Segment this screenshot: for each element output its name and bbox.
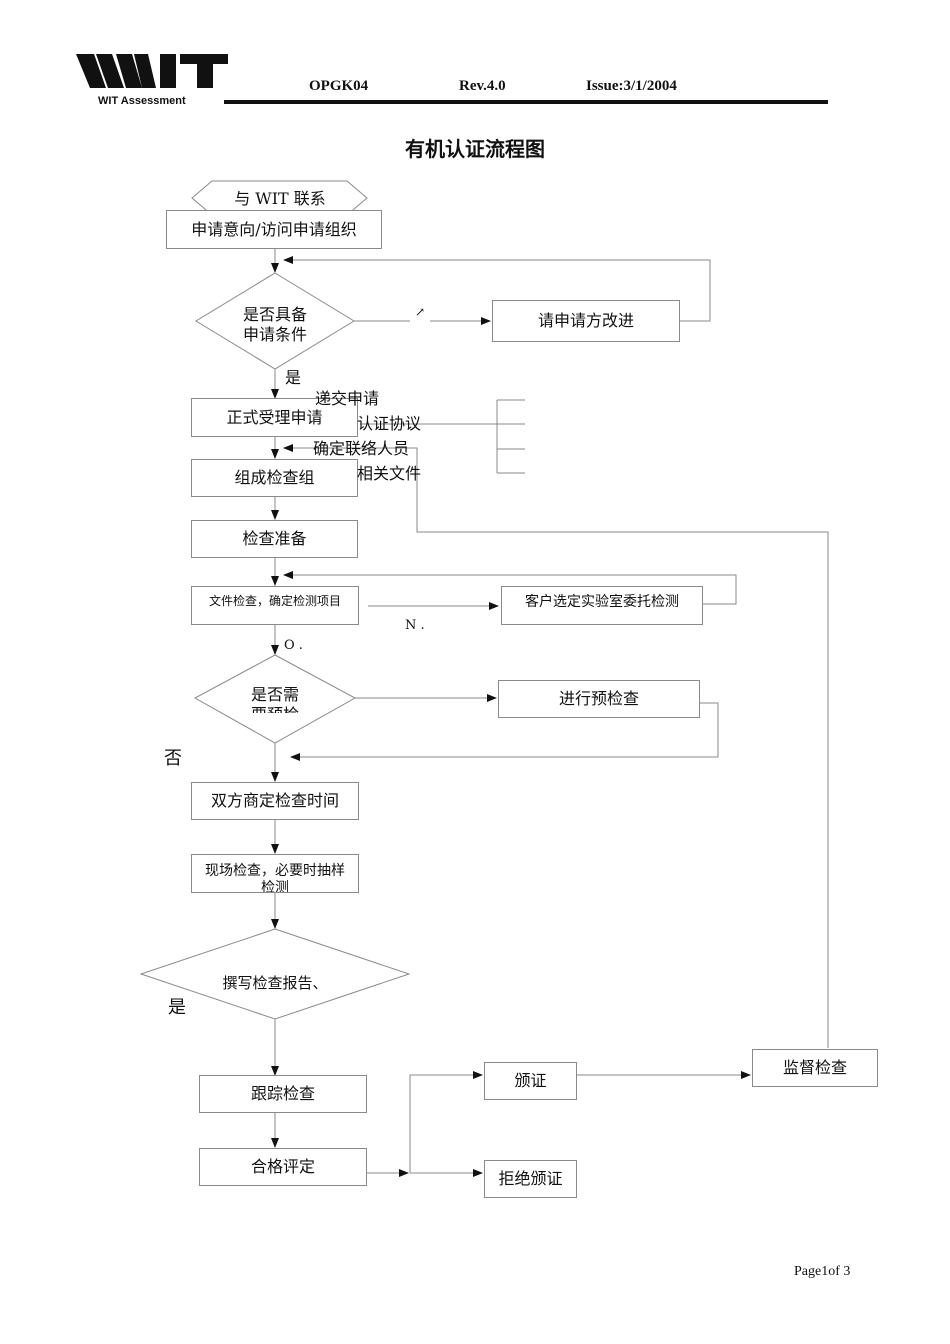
label-no: 否	[164, 748, 182, 769]
onsite-line-2: 检测	[261, 879, 289, 893]
precheck-diamond	[193, 654, 357, 744]
lab-box: 客户选定实验室委托检测	[501, 586, 703, 625]
note-related-documents: 相关文件	[357, 464, 422, 483]
precheck-box: 进行预检查	[498, 680, 700, 718]
contact-node: 与 WIT 联系	[234, 189, 326, 208]
wit-logo-icon	[76, 54, 228, 88]
schedule-box: 双方商定检查时间	[191, 782, 359, 820]
supervise-box: 监督检查	[752, 1049, 878, 1087]
onsite-line-1: 现场检查，必要时抽样	[205, 863, 345, 879]
issue-date: Issue:3/1/2004	[586, 78, 677, 94]
label-o: O .	[284, 638, 303, 653]
team-box: 组成检查组	[191, 459, 358, 497]
eligibility-line-2: 申请条件	[242, 325, 307, 344]
evaluate-box: 合格评定	[199, 1148, 367, 1186]
prepare-box: 检查准备	[191, 520, 358, 558]
note-contact-person: 确定联络人员	[313, 439, 410, 458]
label-arrow-mark: ↗	[415, 305, 426, 319]
apply-intent-box: 申请意向/访问申请组织	[166, 210, 382, 249]
precheck-line-1: 是否需	[250, 685, 299, 704]
revision: Rev.4.0	[459, 78, 506, 94]
label-yes-eligible: 是	[285, 368, 302, 387]
label-n: N .	[405, 618, 425, 633]
doc-code: OPGK04	[309, 78, 369, 94]
follow-box: 跟踪检查	[199, 1075, 367, 1113]
precheck-line-2: 要预检	[225, 705, 325, 713]
onsite-box: 现场检查，必要时抽样 检测	[191, 854, 359, 893]
note-submit-application: 递交申请	[315, 389, 380, 408]
report-diamond-text: 撰写检查报告、	[222, 974, 328, 992]
certify-box: 颁证	[484, 1062, 577, 1100]
accept-box: 正式受理申请	[191, 398, 358, 437]
improve-box: 请申请方改进	[492, 300, 680, 342]
eligibility-line-1: 是否具备	[242, 305, 307, 324]
note-certification-agreement: 认证协议	[357, 414, 422, 433]
header-rule	[224, 100, 828, 104]
eligibility-diamond	[195, 272, 355, 370]
label-yes-report: 是	[168, 997, 186, 1018]
doc-check-box: 文件检查，确定检测项目	[191, 586, 359, 625]
report-diamond	[139, 928, 411, 1020]
reject-box: 拒绝颁证	[484, 1160, 577, 1198]
page-number: Page1of 3	[794, 1264, 851, 1279]
precheck-diamond-text: 是否需 要预检	[225, 685, 325, 713]
logo-subtitle: WIT Assessment	[98, 95, 186, 107]
eligibility-diamond-text: 是否具备 申请条件	[215, 305, 335, 345]
page-title: 有机认证流程图	[405, 137, 545, 161]
